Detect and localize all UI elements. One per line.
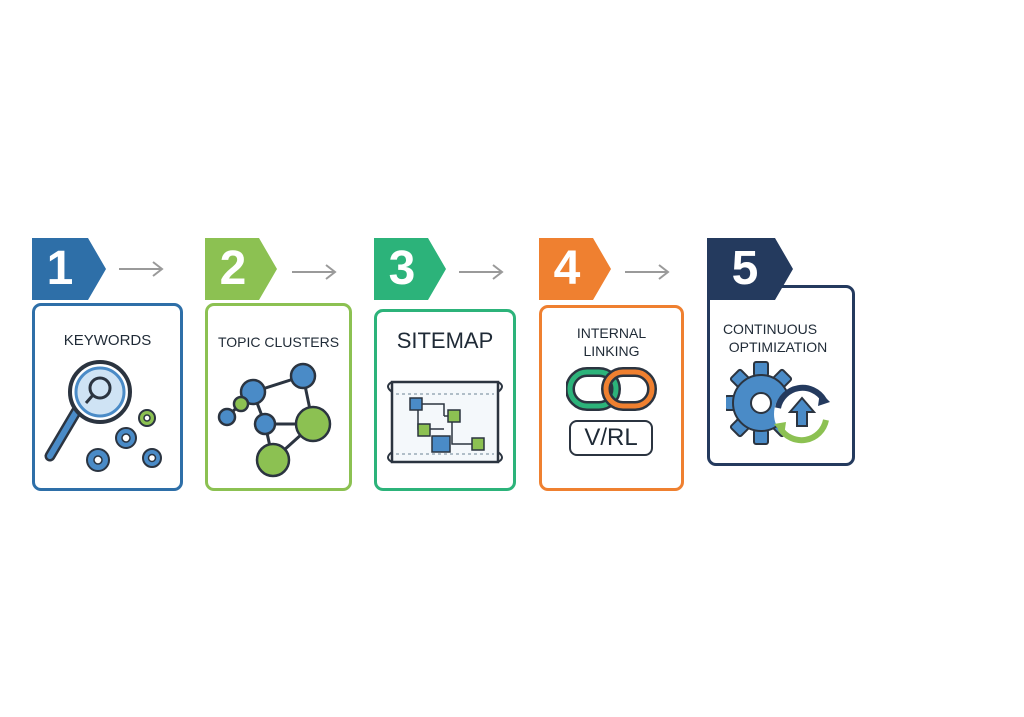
step-1-badge: 1: [32, 238, 108, 300]
step-4-label-line2: LINKING: [583, 343, 640, 359]
step-5-number: 5: [731, 242, 759, 295]
arrow-right-icon: [625, 264, 670, 280]
step-1-label: KEYWORDS: [63, 332, 152, 349]
arrow-right-icon: [119, 261, 164, 277]
sitemap-blueprint-icon: [387, 380, 503, 464]
network-nodes-icon: [217, 362, 332, 478]
step-5-label-line2: OPTIMIZATION: [728, 339, 828, 355]
step-4-badge: 4: [539, 238, 615, 300]
step-5-label-line1: CONTINUOUS: [722, 321, 818, 337]
step-2-badge: 2: [205, 238, 281, 300]
gear-update-icon: [726, 361, 830, 445]
step-3-label: SITEMAP: [396, 328, 494, 353]
step-1-number: 1: [46, 242, 74, 295]
step-3-number: 3: [388, 242, 416, 295]
step-2-label: TOPIC CLUSTERS: [217, 334, 340, 350]
url-box: V/RL: [569, 420, 653, 456]
arrow-right-icon: [459, 264, 504, 280]
chain-link-icon: [566, 367, 657, 411]
step-3-badge: 3: [374, 238, 450, 300]
step-5-badge: 5: [707, 238, 797, 300]
step-2-number: 2: [219, 242, 247, 295]
arrow-right-icon: [292, 264, 337, 280]
magnifier-gears-icon: [44, 360, 162, 472]
step-4-number: 4: [553, 242, 581, 295]
step-4-label-line1: INTERNAL: [576, 325, 647, 341]
